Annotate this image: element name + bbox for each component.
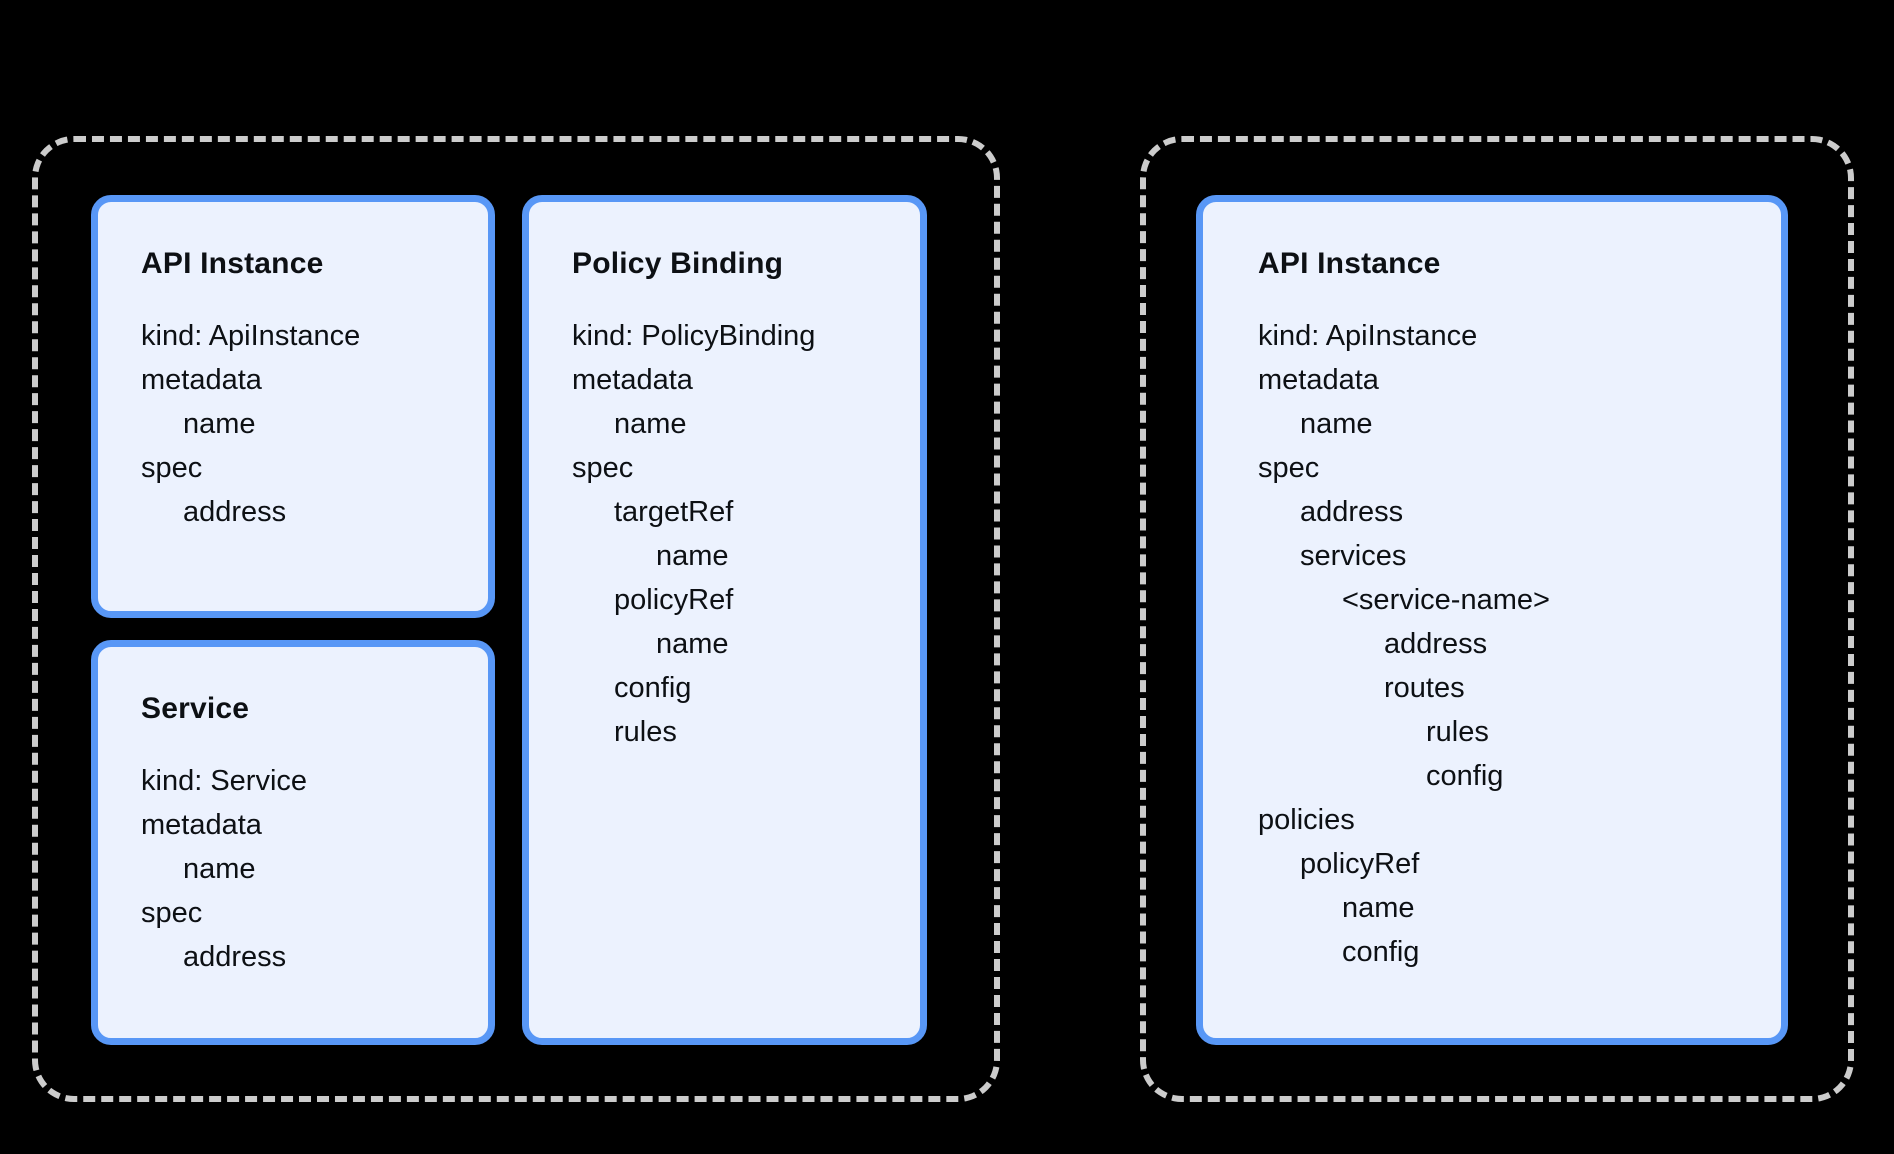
yaml-field: kind: ApiInstance: [1258, 320, 1478, 352]
yaml-field: metadata: [572, 364, 693, 396]
card-service: Service kind: Service metadata name spec add…: [91, 640, 495, 1045]
card-title: Policy Binding: [572, 247, 784, 280]
yaml-field: name: [183, 408, 256, 440]
yaml-field: rules: [614, 716, 677, 748]
yaml-field: name: [656, 628, 729, 660]
card-policy-binding: Policy Binding kind: PolicyBinding metada…: [522, 195, 927, 1045]
yaml-field: kind: PolicyBinding: [572, 320, 816, 352]
yaml-field: address: [1384, 628, 1488, 660]
yaml-field: metadata: [141, 809, 262, 841]
yaml-field: metadata: [1258, 364, 1379, 396]
card-api-instance: API Instance kind: ApiInstance metadata na…: [91, 195, 495, 618]
yaml-field: name: [614, 408, 687, 440]
yaml-field: address: [183, 496, 287, 528]
card-body: kind: ApiInstance metadata name spec address…: [1258, 314, 1753, 974]
yaml-field: name: [183, 853, 256, 885]
card-body: kind: Service metadata name spec address: [141, 759, 460, 979]
card-body: kind: PolicyBinding metadata name spec targe…: [572, 314, 892, 754]
group-right-resources: API Instance kind: ApiInstance metadata na…: [1140, 136, 1854, 1102]
card-api-instance-expanded: API Instance kind: ApiInstance metadata na…: [1196, 195, 1788, 1045]
yaml-field: name: [1300, 408, 1373, 440]
yaml-field: spec: [141, 897, 203, 929]
yaml-field: spec: [1258, 452, 1320, 484]
yaml-field: name: [656, 540, 729, 572]
group-left-resources: API Instance kind: ApiInstance metadata na…: [32, 136, 1000, 1102]
yaml-field: config: [1342, 936, 1420, 968]
card-body: kind: ApiInstance metadata name spec address: [141, 314, 460, 534]
yaml-field: policyRef: [614, 584, 734, 616]
yaml-field: <service-name>: [1342, 584, 1550, 616]
yaml-field: policies: [1258, 804, 1355, 836]
yaml-field: config: [614, 672, 692, 704]
yaml-field: spec: [141, 452, 203, 484]
yaml-field: policyRef: [1300, 848, 1420, 880]
yaml-field: address: [1300, 496, 1404, 528]
yaml-field: config: [1426, 760, 1504, 792]
card-title: API Instance: [1258, 247, 1441, 280]
card-title: API Instance: [141, 247, 324, 280]
yaml-field: services: [1300, 540, 1407, 572]
yaml-field: address: [183, 941, 287, 973]
yaml-field: kind: ApiInstance: [141, 320, 361, 352]
yaml-field: name: [1342, 892, 1415, 924]
yaml-field: metadata: [141, 364, 262, 396]
card-title: Service: [141, 692, 250, 725]
yaml-field: spec: [572, 452, 634, 484]
yaml-field: rules: [1426, 716, 1489, 748]
yaml-field: routes: [1384, 672, 1465, 704]
yaml-field: targetRef: [614, 496, 734, 528]
yaml-field: kind: Service: [141, 765, 308, 797]
